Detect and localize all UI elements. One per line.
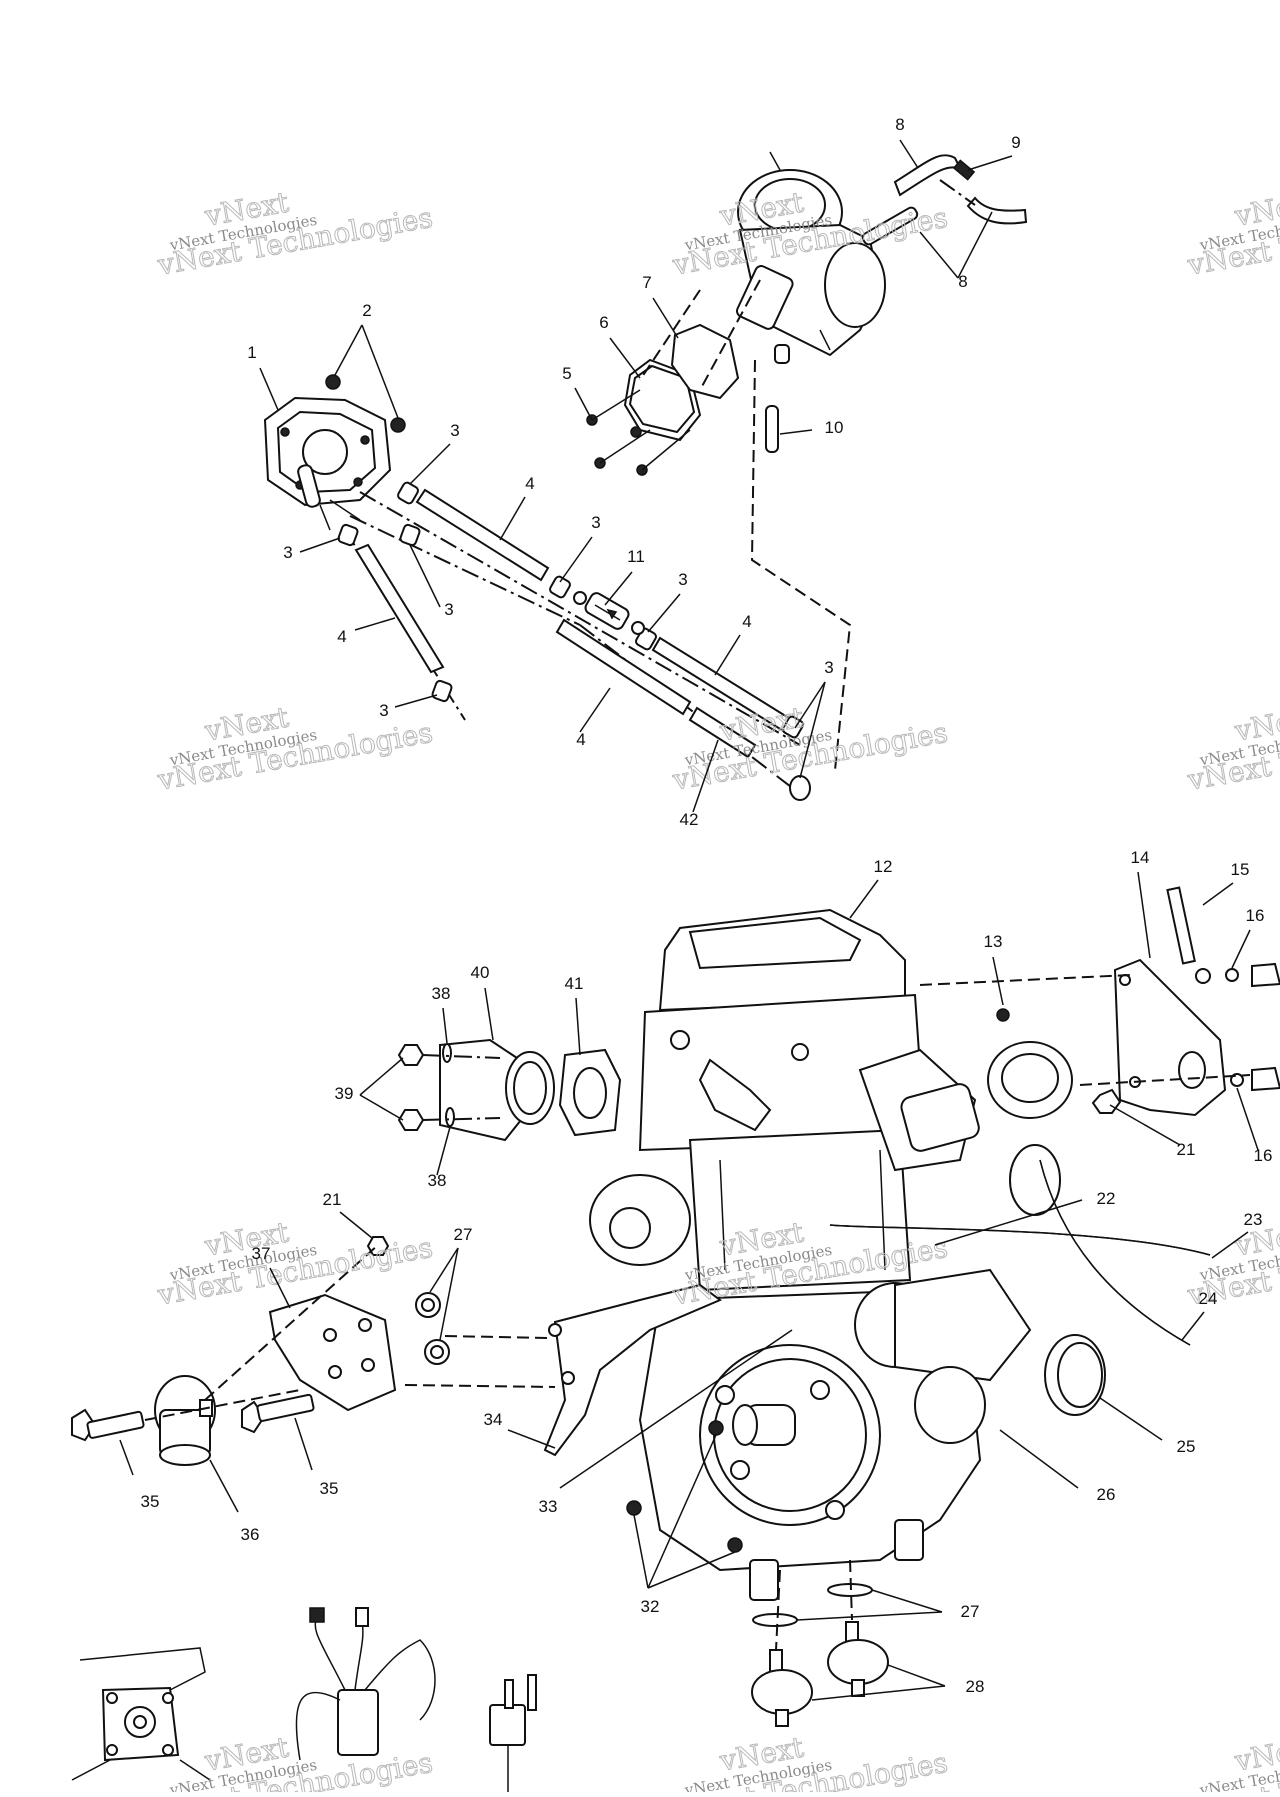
part-callout-26: 26: [1097, 1485, 1116, 1504]
part-callout-3: 3: [283, 543, 292, 562]
part-callout-15: 15: [1231, 860, 1250, 879]
part-callout-42: 42: [680, 810, 699, 829]
part-callout-4: 4: [742, 612, 751, 631]
watermark-company-outline: vNext Technologies: [154, 1231, 435, 1312]
nut: [325, 374, 341, 390]
part-callout-3: 3: [379, 701, 388, 720]
part-callout-27: 27: [454, 1225, 473, 1244]
nut: [996, 1008, 1010, 1022]
engine-bracket-right: [919, 886, 1280, 1117]
part-callout-34: 34: [484, 1410, 503, 1429]
callout-layer: 1234331133443344256789810121314151616213…: [141, 115, 1273, 1696]
part-callout-10: 10: [825, 418, 844, 437]
part-callout-3: 3: [444, 600, 453, 619]
part-callout-3: 3: [678, 570, 687, 589]
part-callout-2: 2: [362, 301, 371, 320]
part-callout-25: 25: [1177, 1437, 1196, 1456]
watermark-company-outline: vNext Technologies: [154, 716, 435, 797]
part-callout-11: 11: [627, 547, 645, 566]
part-callout-33: 33: [539, 1497, 558, 1516]
part-callout-13: 13: [984, 932, 1003, 951]
carb-gaskets: [623, 279, 761, 442]
screw: [630, 426, 642, 438]
part-callout-35: 35: [320, 1479, 339, 1498]
part-callout-6: 6: [599, 313, 608, 332]
watermark-company-outline: vNext Technologies: [154, 201, 435, 282]
ignition-components: [71, 1607, 537, 1792]
leader-lines: [119, 139, 1259, 1701]
vent-hose: [966, 196, 1028, 225]
drain-tube: [765, 405, 779, 453]
part-callout-9: 9: [1011, 133, 1020, 152]
part-callout-38: 38: [428, 1171, 447, 1190]
engine-block: [589, 908, 1106, 1601]
part-callout-8: 8: [958, 272, 967, 291]
fuel-lines: [337, 481, 811, 801]
part-callout-8: 8: [895, 115, 904, 134]
part-callout-4: 4: [525, 474, 534, 493]
part-callout-28: 28: [966, 1677, 985, 1696]
nut: [390, 417, 406, 433]
engine-mount-left: [71, 1236, 556, 1466]
part-callout-12: 12: [874, 857, 893, 876]
manifold-nuts: [397, 1043, 501, 1131]
part-callout-40: 40: [471, 963, 490, 982]
part-callout-4: 4: [576, 730, 585, 749]
part-callout-41: 41: [565, 974, 584, 993]
part-callout-3: 3: [450, 421, 459, 440]
vent-hose: [893, 154, 962, 197]
part-callout-14: 14: [1131, 848, 1150, 867]
part-callout-36: 36: [241, 1525, 260, 1544]
part-callout-3: 3: [824, 658, 833, 677]
heat-shield: [543, 1283, 722, 1457]
part-callout-37: 37: [252, 1244, 271, 1263]
part-callout-22: 22: [1097, 1189, 1116, 1208]
part-callout-21: 21: [1177, 1140, 1196, 1159]
part-callout-38: 38: [432, 984, 451, 1003]
part-callout-16: 16: [1254, 1146, 1273, 1165]
part-callout-39: 39: [335, 1084, 354, 1103]
part-callout-3: 3: [591, 513, 600, 532]
engine-mount-lower: [751, 1559, 889, 1727]
part-callout-27: 27: [961, 1602, 980, 1621]
part-callout-4: 4: [337, 627, 346, 646]
carburetor: [736, 151, 919, 364]
part-callout-5: 5: [562, 364, 571, 383]
part-callout-32: 32: [641, 1597, 660, 1616]
part-callout-16: 16: [1246, 906, 1265, 925]
part-callout-21: 21: [323, 1190, 342, 1209]
fuel-pump: [263, 396, 392, 531]
part-callout-7: 7: [642, 273, 651, 292]
part-callout-24: 24: [1199, 1289, 1218, 1308]
part-callout-23: 23: [1244, 1210, 1263, 1229]
part-callout-1: 1: [247, 343, 256, 362]
part-callout-35: 35: [141, 1492, 160, 1511]
exhaust-manifold: [439, 1038, 622, 1142]
